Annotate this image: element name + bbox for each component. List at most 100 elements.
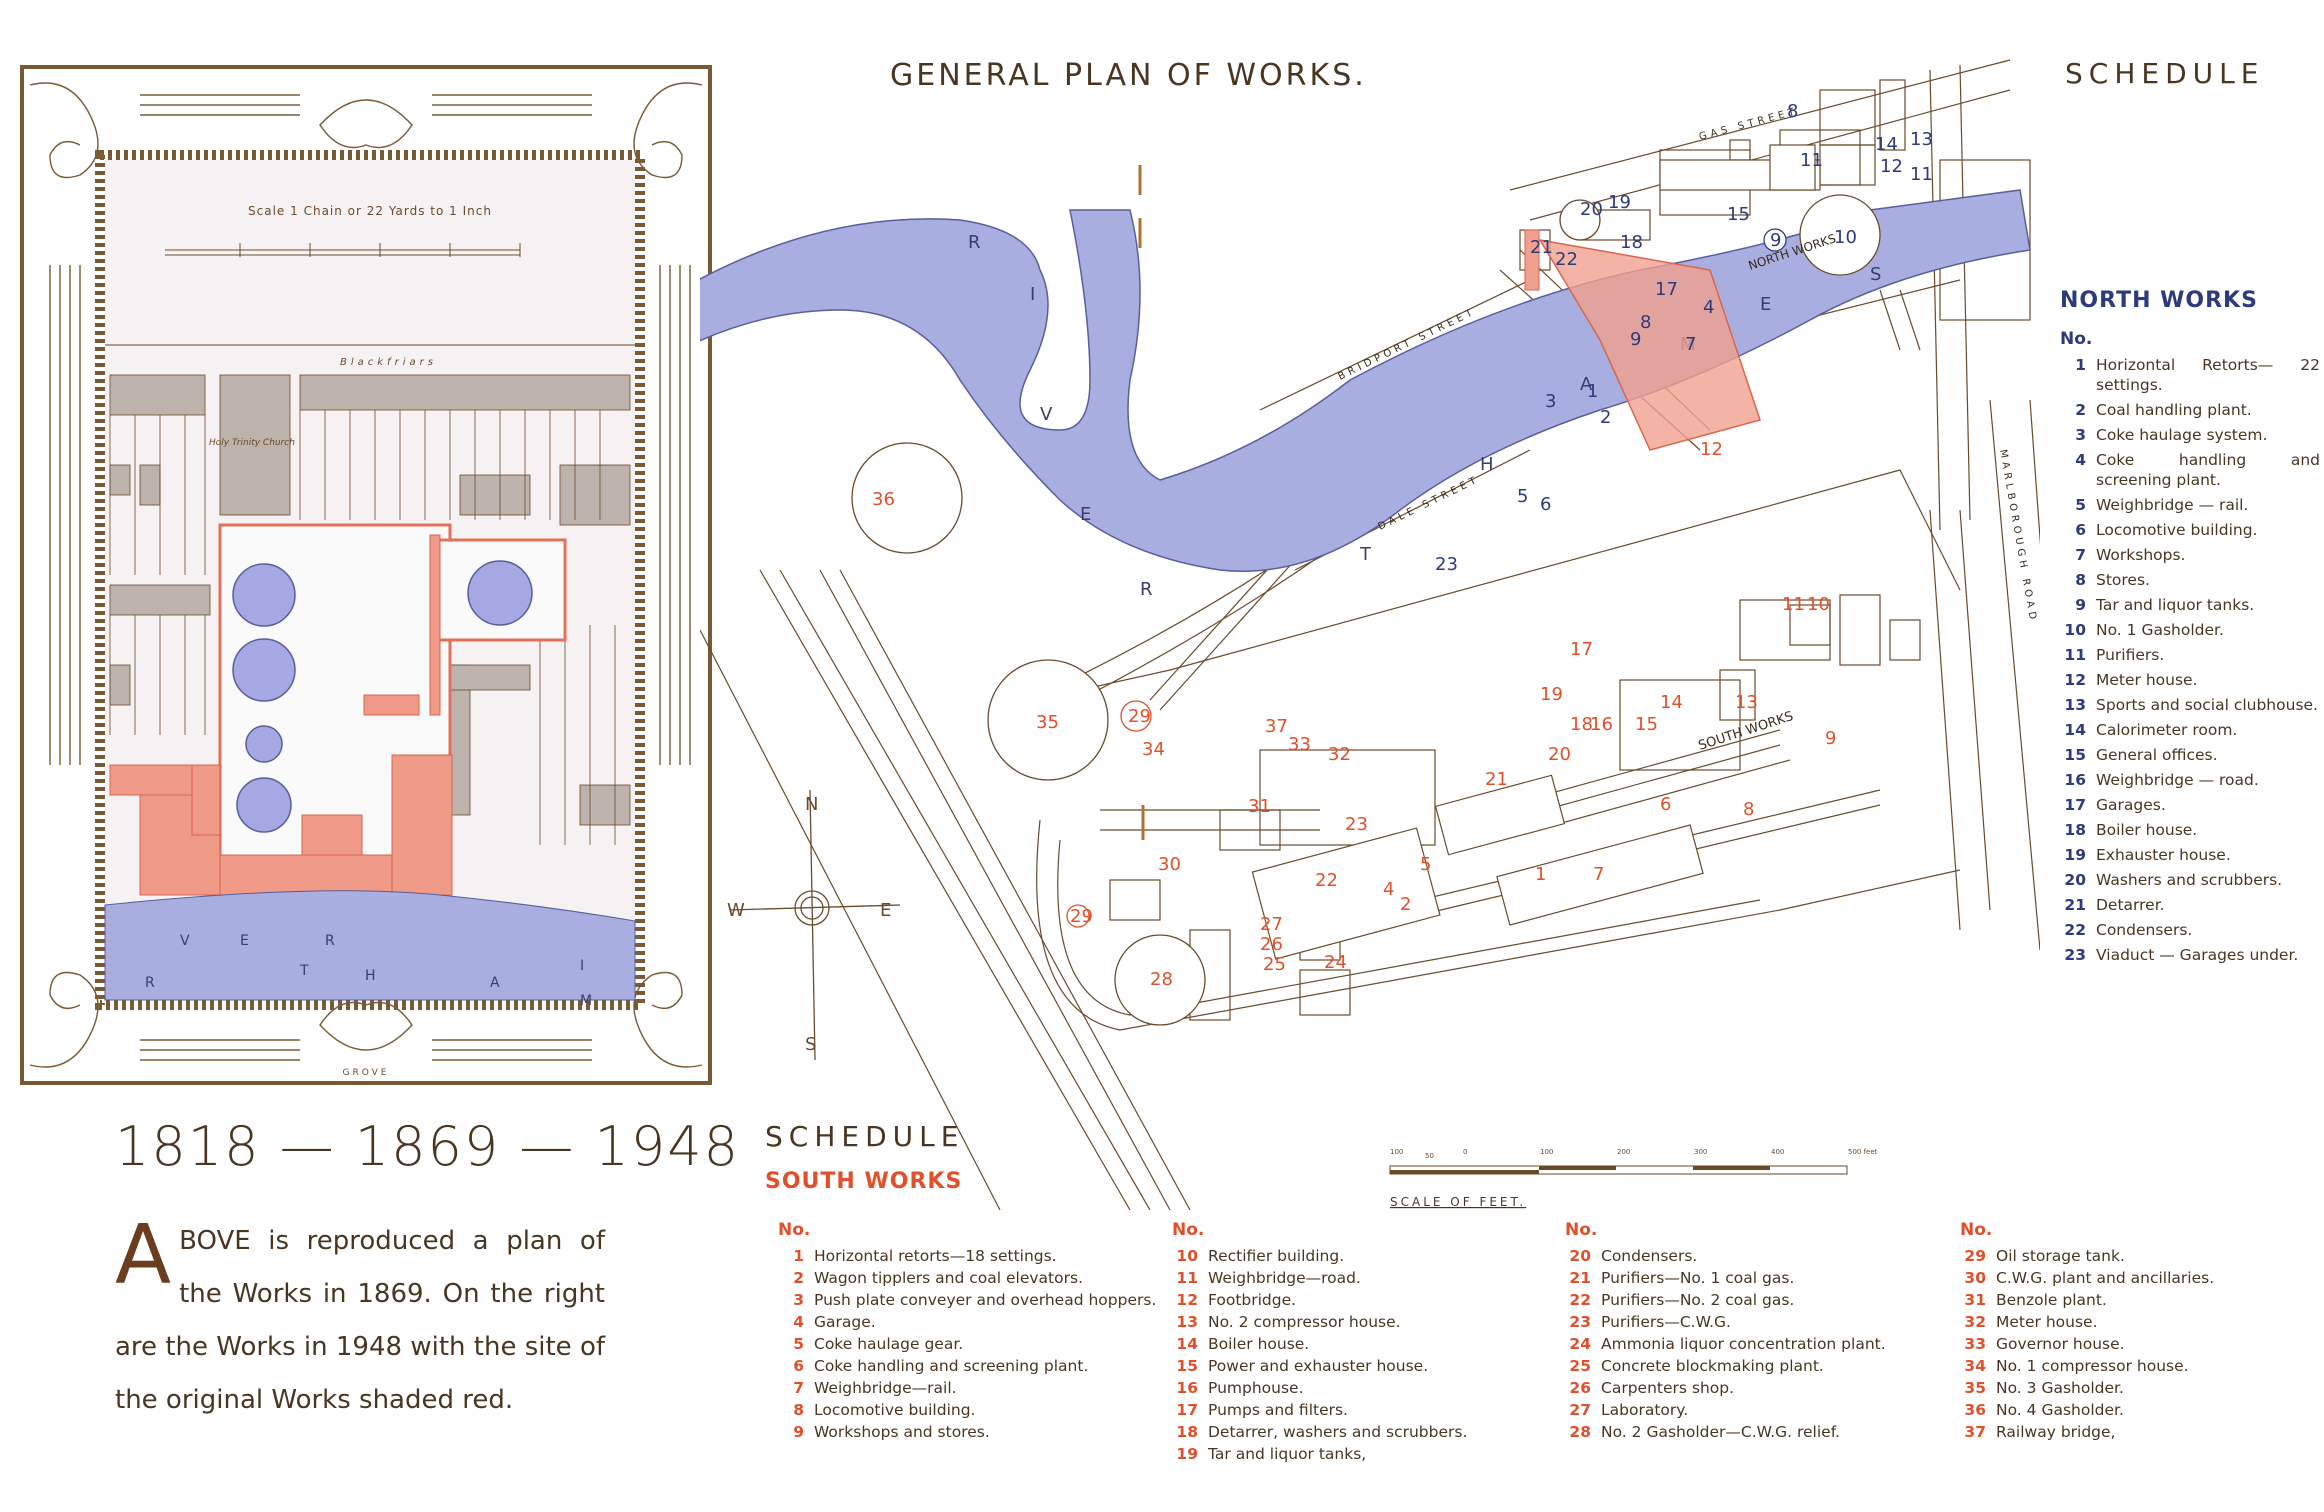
- item-description: Coke handling and screening plant.: [2096, 451, 2320, 489]
- svg-text:0: 0: [1463, 1148, 1467, 1156]
- item-number: 23: [2064, 946, 2086, 964]
- item-description: Tar and liquor tanks,: [1208, 1445, 1367, 1463]
- svg-text:26: 26: [1260, 934, 1283, 955]
- item-description: Sports and social clubhouse.: [2096, 696, 2318, 714]
- svg-text:19: 19: [1540, 684, 1563, 705]
- item-number: 11: [2064, 646, 2086, 664]
- svg-text:1: 1: [1587, 381, 1598, 402]
- svg-text:30: 30: [1158, 854, 1181, 875]
- item-number: 17: [2064, 796, 2086, 814]
- item-description: Pumps and filters.: [1208, 1401, 1348, 1419]
- svg-text:500 feet: 500 feet: [1848, 1148, 1878, 1156]
- item-description: Weighbridge — rail.: [2096, 496, 2249, 514]
- item-number: 21: [1569, 1269, 1591, 1287]
- old-gasholders: [232, 560, 533, 833]
- item-description: No. 1 compressor house.: [1996, 1357, 2189, 1375]
- item-description: Garage.: [814, 1313, 876, 1331]
- item-description: Workshops and stores.: [814, 1423, 990, 1441]
- svg-text:33: 33: [1288, 734, 1311, 755]
- north-no-label: No.: [2060, 329, 2093, 349]
- svg-text:R: R: [1140, 579, 1153, 600]
- item-description: Calorimeter room.: [2096, 721, 2238, 739]
- svg-text:37: 37: [1265, 716, 1288, 737]
- svg-text:R: R: [145, 975, 155, 991]
- item-number: 22: [2064, 921, 2086, 939]
- item-number: 24: [1569, 1335, 1591, 1353]
- item-description: Detarrer, washers and scrubbers.: [1208, 1423, 1468, 1441]
- svg-text:2: 2: [1600, 407, 1611, 428]
- item-number: 34: [1964, 1357, 1986, 1375]
- item-number: 1: [2075, 356, 2086, 374]
- item-description: Meter house.: [1996, 1313, 2098, 1331]
- svg-text:E: E: [1760, 294, 1771, 315]
- item-description: Locomotive building.: [814, 1401, 976, 1419]
- svg-text:32: 32: [1328, 744, 1351, 765]
- item-description: Coke haulage gear.: [814, 1335, 964, 1353]
- item-number: 22: [1569, 1291, 1591, 1309]
- svg-text:36: 36: [872, 489, 895, 510]
- item-description: C.W.G. plant and ancillaries.: [1996, 1269, 2215, 1287]
- item-description: Wagon tipplers and coal elevators.: [814, 1269, 1083, 1287]
- svg-text:22: 22: [1315, 870, 1338, 891]
- binding-staples: [1138, 165, 1145, 840]
- svg-text:W: W: [727, 900, 745, 921]
- svg-text:16: 16: [1590, 714, 1613, 735]
- svg-text:28: 28: [1150, 969, 1173, 990]
- item-number: 30: [1964, 1269, 1986, 1287]
- svg-text:A: A: [490, 975, 500, 991]
- svg-text:E: E: [1080, 504, 1091, 525]
- svg-text:GAS STREET: GAS STREET: [1698, 106, 1800, 143]
- item-description: No. 3 Gasholder.: [1996, 1379, 2124, 1397]
- svg-text:5: 5: [1420, 854, 1431, 875]
- item-number: 36: [1964, 1401, 1986, 1419]
- svg-text:24: 24: [1324, 952, 1347, 973]
- item-number: 10: [1176, 1247, 1198, 1265]
- item-description: Condensers.: [2096, 921, 2193, 939]
- item-description: Garages.: [2096, 796, 2166, 814]
- item-description: Power and exhauster house.: [1208, 1357, 1429, 1375]
- south-schedule-item: 30 C.W.G. plant and ancillaries.: [1960, 1268, 2310, 1288]
- item-number: 15: [2064, 746, 2086, 764]
- item-number: 20: [2064, 871, 2086, 889]
- svg-text:34: 34: [1142, 739, 1165, 760]
- svg-text:8: 8: [1640, 312, 1651, 333]
- item-number: 13: [1176, 1313, 1198, 1331]
- item-number: 2: [793, 1269, 804, 1287]
- item-description: Coke handling and screening plant.: [814, 1357, 1089, 1375]
- item-number: 6: [793, 1357, 804, 1375]
- north-schedule-item: 22 Condensers.: [2060, 920, 2320, 940]
- svg-text:A: A: [1580, 374, 1593, 395]
- item-number: 35: [1964, 1379, 1986, 1397]
- svg-text:11: 11: [1782, 594, 1805, 615]
- item-description: Boiler house.: [1208, 1335, 1310, 1353]
- item-description: Footbridge.: [1208, 1291, 1297, 1309]
- south-schedule-item: 6 Coke handling and screening plant.: [778, 1356, 1168, 1376]
- item-number: 8: [2075, 571, 2086, 589]
- item-number: 20: [1569, 1247, 1591, 1265]
- item-description: Weighbridge — road.: [2096, 771, 2259, 789]
- svg-text:20: 20: [1580, 199, 1603, 220]
- svg-text:7: 7: [1593, 864, 1604, 885]
- old-church-label: Holy Trinity Church: [209, 438, 295, 448]
- item-description: No. 4 Gasholder.: [1996, 1401, 2124, 1419]
- svg-text:10: 10: [1807, 594, 1830, 615]
- svg-text:15: 15: [1635, 714, 1658, 735]
- item-number: 3: [793, 1291, 804, 1309]
- svg-text:R: R: [325, 933, 335, 949]
